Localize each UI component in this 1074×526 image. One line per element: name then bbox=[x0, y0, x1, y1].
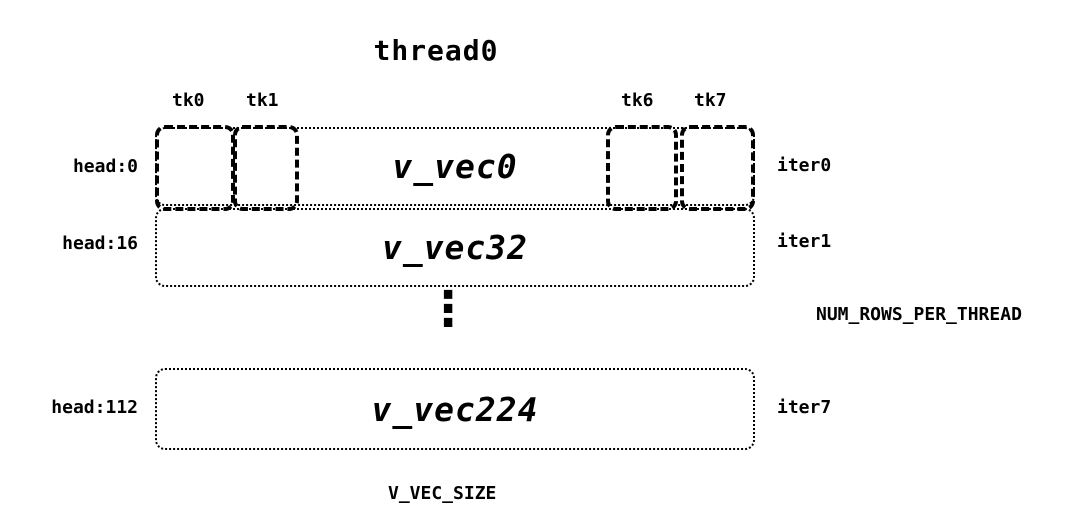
iter0-label: iter0 bbox=[777, 155, 832, 176]
head0-label: head:0 bbox=[72, 156, 138, 177]
head16-label: head:16 bbox=[62, 233, 138, 254]
iter7-label: iter7 bbox=[777, 397, 832, 418]
vector-row-iter0-box: v_vec0 bbox=[155, 125, 755, 211]
tk6-label: tk6 bbox=[621, 90, 654, 111]
vertical-ellipsis: ⋮ bbox=[424, 281, 472, 337]
tk0-box bbox=[155, 125, 235, 211]
head112-label: head:112 bbox=[51, 397, 138, 418]
iter1-label: iter1 bbox=[777, 231, 832, 252]
vector-row-iter1-box: v_vec32 bbox=[155, 208, 755, 287]
num-rows-per-thread-label: NUM_ROWS_PER_THREAD bbox=[816, 304, 1022, 325]
tk7-box bbox=[680, 125, 755, 211]
v-vec224-label: v_vec224 bbox=[371, 389, 539, 429]
tk0-label: tk0 bbox=[172, 90, 205, 111]
tk6-box bbox=[606, 125, 678, 211]
vector-row-iter7-box: v_vec224 bbox=[155, 368, 755, 450]
v-vec-size-label: V_VEC_SIZE bbox=[388, 483, 497, 504]
v-vec32-label: v_vec32 bbox=[381, 228, 529, 267]
diagram-title: thread0 bbox=[373, 34, 499, 67]
v-vec0-label: v_vec0 bbox=[392, 147, 518, 186]
tk1-label: tk1 bbox=[246, 90, 279, 111]
tk7-label: tk7 bbox=[694, 90, 727, 111]
tk1-box bbox=[233, 125, 299, 211]
